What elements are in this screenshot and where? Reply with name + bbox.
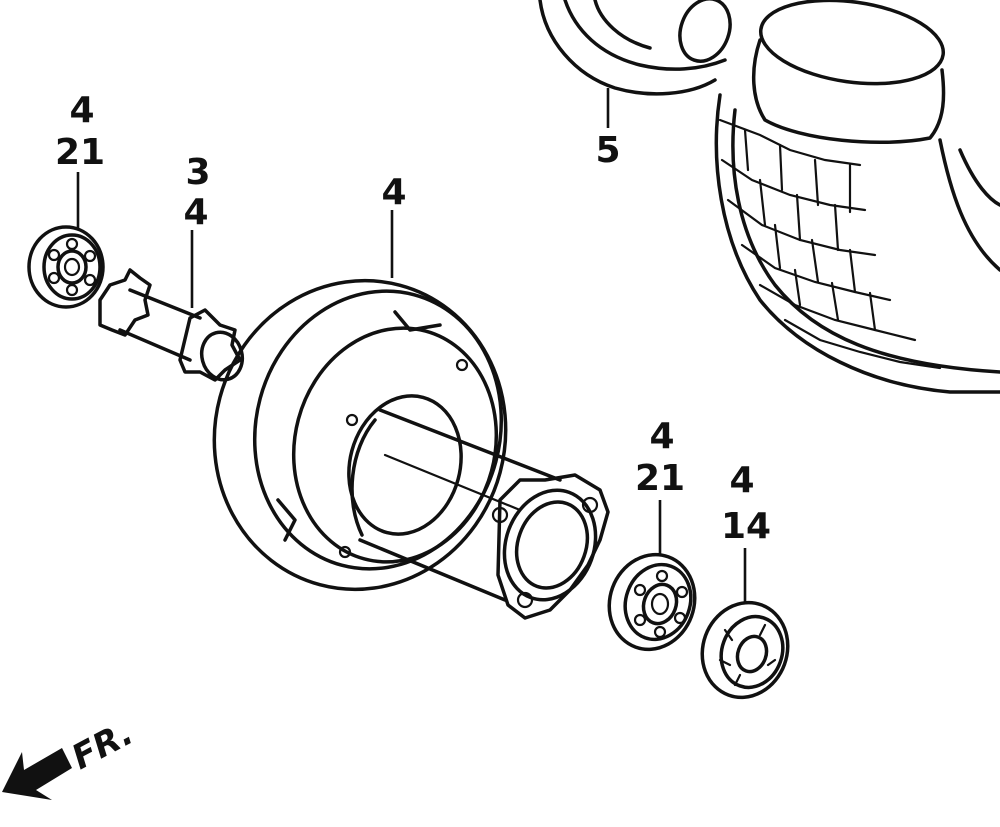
- callout-bearing-left-bottom: 21: [55, 132, 105, 173]
- callout-tire-top: 5: [595, 130, 620, 171]
- arrow-down-left-icon: [2, 748, 72, 800]
- bearing-right: [607, 552, 697, 652]
- collar: [98, 268, 245, 382]
- callout-bearing-right-bottom: 21: [635, 458, 685, 499]
- front-indicator: FR.: [2, 713, 140, 800]
- front-label: FR.: [65, 713, 139, 778]
- callout-bearing-right-top: 4: [649, 416, 674, 457]
- callout-bearing-left-top: 4: [69, 90, 94, 131]
- callout-seal-bottom: 14: [721, 506, 771, 547]
- oil-seal: [700, 600, 790, 700]
- bearing-left: [27, 225, 105, 309]
- tire: [538, 0, 1000, 394]
- callout-collar-bottom: 4: [183, 192, 208, 233]
- callout-seal-top: 4: [729, 460, 754, 501]
- callout-collar-top: 3: [185, 152, 210, 193]
- callout-hub-top: 4: [381, 172, 406, 213]
- hub: [212, 278, 610, 620]
